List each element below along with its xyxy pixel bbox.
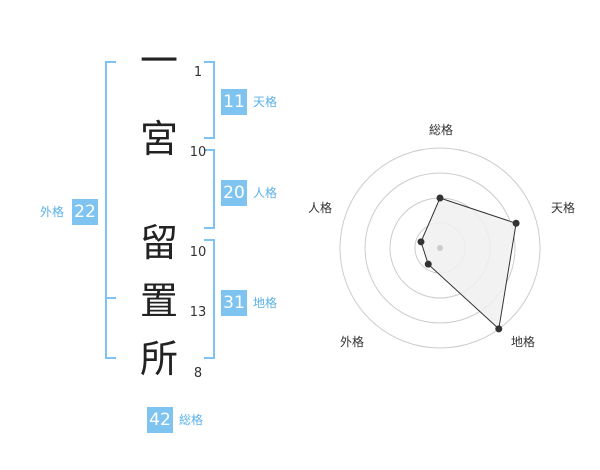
tenkaku-bracket xyxy=(204,61,215,139)
soukaku-label: 総格 xyxy=(179,413,204,427)
radar-ring xyxy=(339,147,541,349)
jinkaku-bracket xyxy=(204,149,215,229)
chikaku-value: 31 xyxy=(221,290,247,316)
name-char-3: 留 xyxy=(139,221,178,265)
radar-point-1 xyxy=(512,219,520,227)
radar-label-chikaku: 地格 xyxy=(510,335,535,349)
name-char-1: 一 xyxy=(139,39,178,83)
jinkaku-label: 人格 xyxy=(253,186,278,200)
radar-label-jinkaku: 人格 xyxy=(307,201,332,215)
chikaku-bracket xyxy=(204,239,215,359)
radar-point-4 xyxy=(417,238,425,246)
name-char-4: 置 xyxy=(139,279,178,323)
stroke-count-1: 1 xyxy=(193,65,203,80)
radar-points xyxy=(417,194,520,333)
radar-point-2 xyxy=(495,325,503,333)
name-char-2: 宮 xyxy=(139,117,178,161)
name-char-5: 所 xyxy=(139,337,178,381)
tenkaku-label: 天格 xyxy=(253,95,278,109)
chikaku-label: 地格 xyxy=(253,296,278,310)
radar-ring xyxy=(364,172,516,324)
jinkaku-value: 20 xyxy=(221,180,247,206)
gaikaku-bracket xyxy=(105,61,116,359)
radar-label-tenkaku: 天格 xyxy=(550,201,575,215)
stroke-count-3: 10 xyxy=(189,245,207,260)
radar-center-dot xyxy=(437,245,443,251)
radar-point-3 xyxy=(424,260,432,268)
soukaku-value: 42 xyxy=(147,407,173,433)
stroke-count-4: 13 xyxy=(189,305,207,320)
gaikaku-value: 22 xyxy=(72,199,98,225)
tenkaku-value: 11 xyxy=(221,89,247,115)
stroke-count-5: 8 xyxy=(193,366,203,381)
stroke-count-2: 10 xyxy=(189,145,207,160)
radar-label-gaikaku: 外格 xyxy=(339,335,364,349)
radar-label-soukaku: 総格 xyxy=(428,123,453,137)
radar-polygon xyxy=(420,197,517,330)
gaikaku-label: 外格 xyxy=(40,205,65,219)
radar-point-0 xyxy=(436,194,444,202)
